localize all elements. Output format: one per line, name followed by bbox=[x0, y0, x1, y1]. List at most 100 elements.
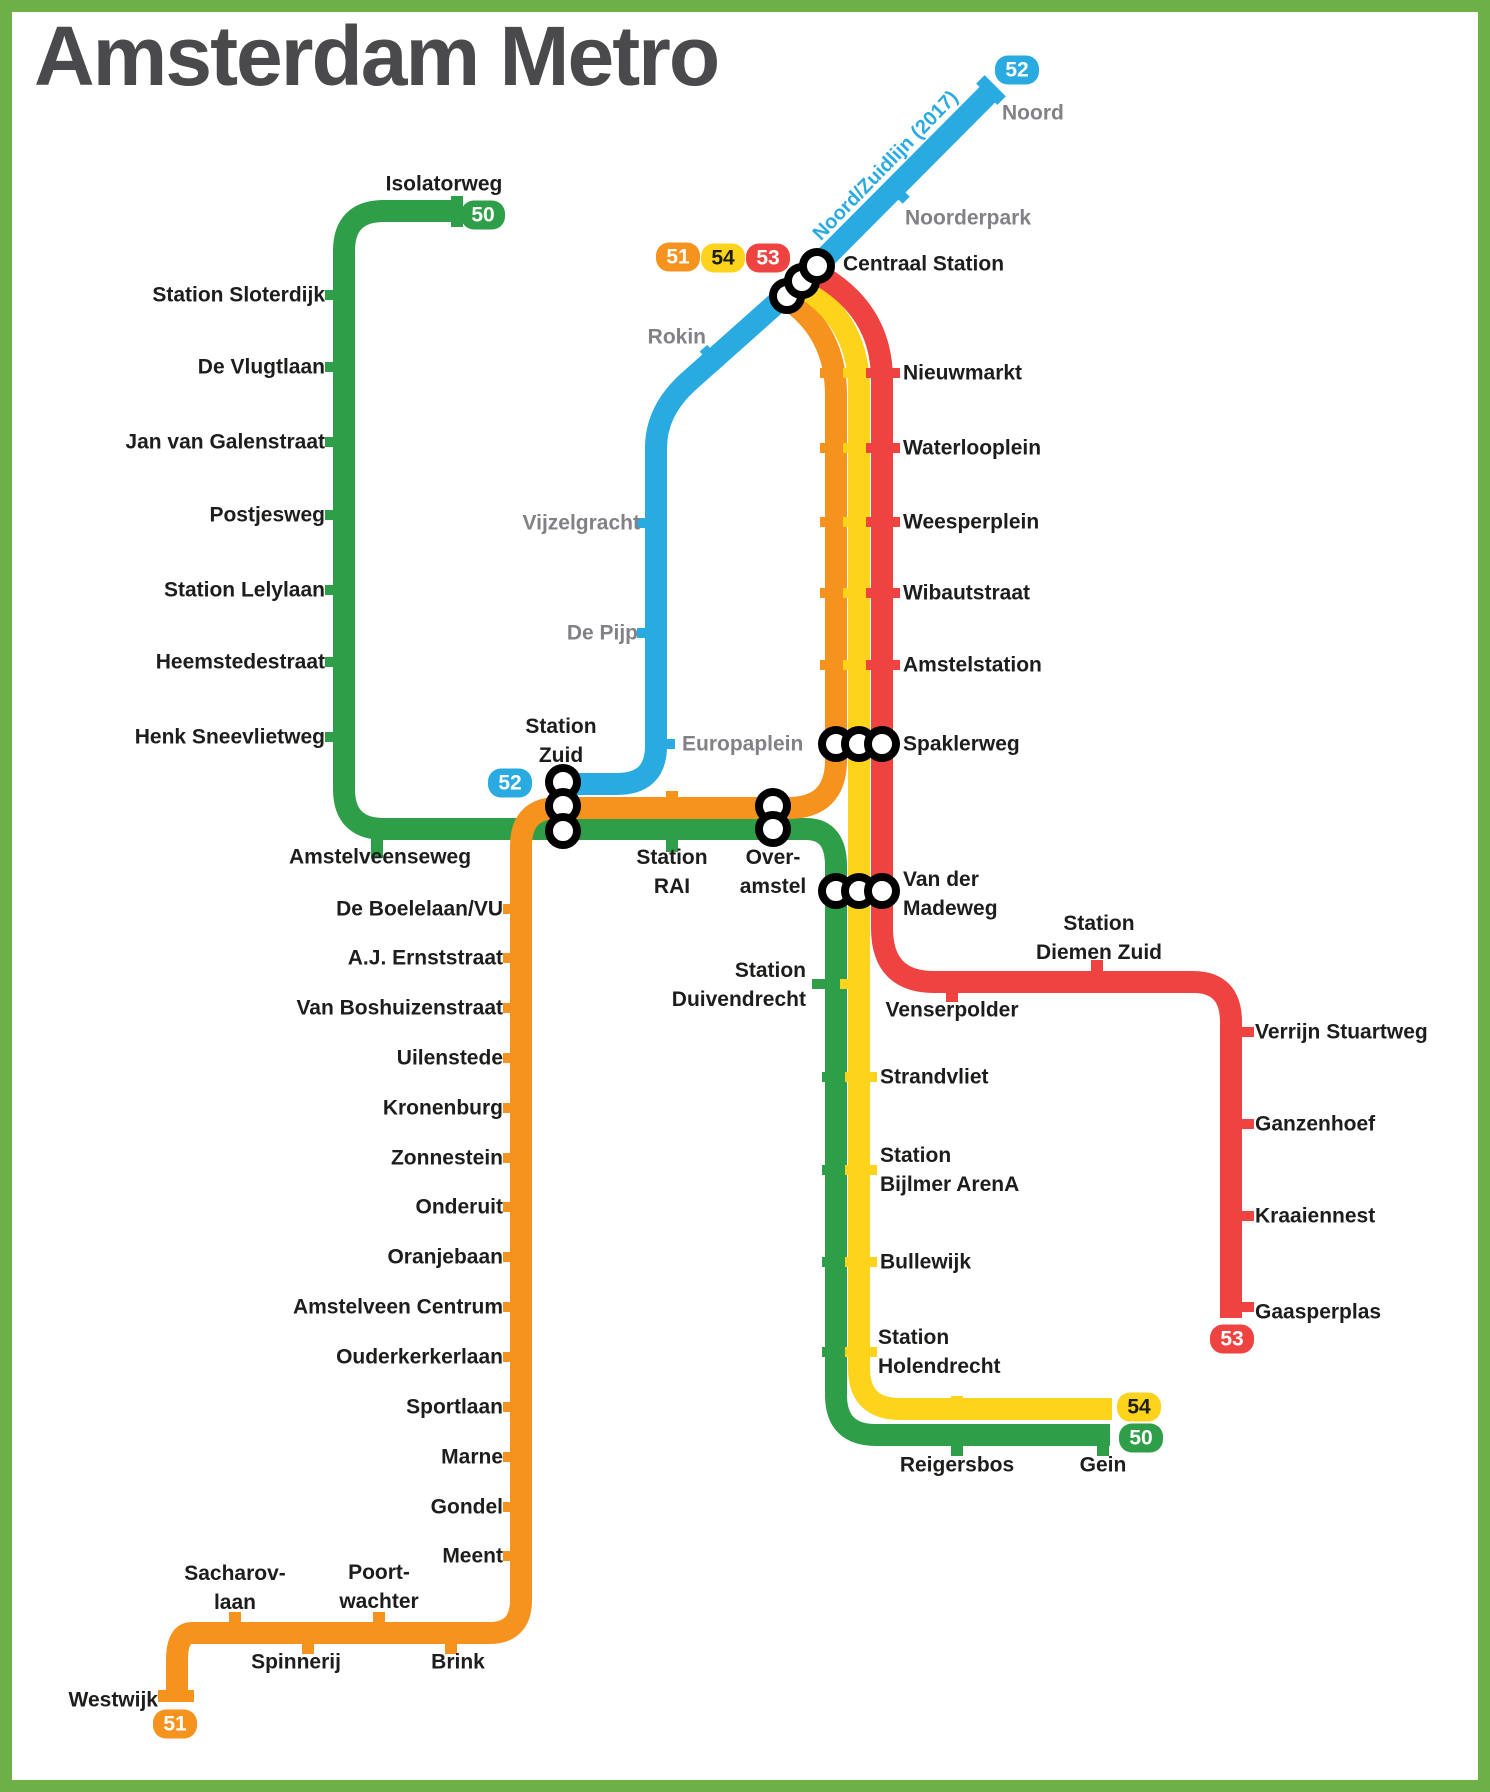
station-tick-isolatorweg bbox=[451, 196, 463, 227]
station-label-marne: Marne bbox=[441, 1445, 503, 1469]
route-badge-51: 51 bbox=[153, 1709, 197, 1739]
route-badge-50: 50 bbox=[461, 200, 505, 230]
station-label-station-rai: Station RAI bbox=[636, 846, 708, 898]
station-label-kronenburg: Kronenburg bbox=[382, 1096, 503, 1120]
station-tick-vijzelgracht bbox=[637, 518, 661, 528]
station-label-spinnerij: Spinnerij bbox=[251, 1650, 341, 1674]
station-tick-station-rai bbox=[666, 824, 678, 852]
station-label-noorderpark: Noorderpark bbox=[905, 206, 1032, 230]
station-tick-gein bbox=[1097, 1426, 1109, 1456]
station-label-heemstedestraat: Heemstedestraat bbox=[155, 650, 325, 674]
station-tick-station-bijlmer-arena bbox=[822, 1165, 852, 1175]
station-tick-venserpolder bbox=[946, 980, 958, 1002]
station-label-bullewijk: Bullewijk bbox=[880, 1250, 972, 1274]
route-badge-54: 54 bbox=[1117, 1392, 1161, 1422]
station-label-station-diemen-zuid: Station Diemen Zuid bbox=[1035, 912, 1163, 964]
station-tick-waterlooplein bbox=[820, 443, 852, 453]
route-badge-53: 53 bbox=[1210, 1324, 1254, 1354]
station-tick-van-boshuizenstraat bbox=[503, 1003, 523, 1013]
station-label-a-j-ernststraat: A.J. Ernststraat bbox=[347, 946, 503, 970]
station-label-station-zuid: Station Zuid bbox=[525, 715, 597, 767]
station-tick-bullewijk bbox=[822, 1257, 852, 1267]
station-tick-amstelstation bbox=[866, 660, 900, 670]
station-tick-sportlaan bbox=[503, 1402, 523, 1412]
station-tick-station-holendrecht bbox=[845, 1347, 877, 1357]
station-label-venserpolder: Venserpolder bbox=[885, 998, 1019, 1022]
station-tick-a-j-ernststraat bbox=[503, 953, 523, 963]
station-tick-de-pijp bbox=[637, 628, 661, 638]
station-label-isolatorweg: Isolatorweg bbox=[385, 172, 503, 196]
station-tick-zonnestein bbox=[503, 1153, 523, 1163]
station-label-noord: Noord bbox=[1002, 101, 1064, 125]
route-badge-52: 52 bbox=[488, 768, 532, 798]
station-tick-sacharov-laan bbox=[229, 1612, 241, 1634]
station-tick-kronenburg bbox=[503, 1103, 523, 1113]
station-tick-station-duivendrecht bbox=[840, 979, 870, 989]
station-tick-strandvliet bbox=[822, 1072, 852, 1082]
station-label-weesperplein: Weesperplein bbox=[903, 510, 1040, 534]
station-label-waterlooplein: Waterlooplein bbox=[903, 436, 1042, 460]
station-label-reigersbos: Reigersbos bbox=[899, 1453, 1015, 1477]
station-tick-de-vlugtlaan bbox=[325, 362, 347, 372]
station-tick-bullewijk bbox=[845, 1257, 877, 1267]
station-tick-wibautstraat bbox=[843, 588, 875, 598]
route-badge-51: 51 bbox=[656, 242, 700, 272]
interchange-circle-spaklerweg bbox=[864, 726, 900, 762]
station-tick-gaasperplas bbox=[1236, 1302, 1254, 1312]
station-tick-nieuwmarkt bbox=[866, 368, 900, 378]
station-label-amstelveenseweg: Amstelveenseweg bbox=[288, 845, 472, 869]
station-label-verrijn-stuartweg: Verrijn Stuartweg bbox=[1255, 1020, 1428, 1044]
station-tick-postjesweg bbox=[325, 510, 347, 520]
station-label-europaplein: Europaplein bbox=[682, 732, 804, 756]
line-53-path bbox=[808, 262, 1242, 1318]
station-tick-henk-sneevlietweg bbox=[325, 732, 347, 742]
station-tick-reigersbos bbox=[951, 1396, 963, 1420]
station-tick-oranjebaan bbox=[503, 1252, 523, 1262]
station-label-amstelstation: Amstelstation bbox=[903, 653, 1042, 677]
station-tick-brink bbox=[445, 1632, 457, 1654]
station-label-sacharov-laan: Sacharov- laan bbox=[184, 1562, 286, 1614]
station-tick-station-bijlmer-arena bbox=[845, 1165, 877, 1175]
station-label-oranjebaan: Oranjebaan bbox=[387, 1245, 503, 1269]
station-tick-spinnerij bbox=[302, 1632, 314, 1654]
station-tick-jan-van-galenstraat bbox=[325, 437, 347, 447]
station-label-van-der-madeweg: Van der Madeweg bbox=[903, 868, 998, 920]
station-label-postjesweg: Postjesweg bbox=[209, 503, 325, 527]
station-tick-amstelstation bbox=[820, 660, 852, 670]
route-badge-52: 52 bbox=[995, 55, 1039, 85]
station-tick-westwijk bbox=[158, 1690, 194, 1702]
interchange-circle-overamstel bbox=[755, 811, 791, 847]
station-tick-station-rai bbox=[666, 791, 678, 817]
station-tick-station-sloterdijk bbox=[325, 290, 347, 300]
station-label-vijzelgracht: Vijzelgracht bbox=[522, 511, 641, 535]
line-52-path bbox=[566, 80, 1002, 795]
station-tick-de-boelelaan-vu bbox=[503, 904, 523, 914]
station-label-henk-sneevlietweg: Henk Sneevlietweg bbox=[134, 725, 325, 749]
station-tick-strandvliet bbox=[845, 1072, 877, 1082]
station-tick-nieuwmarkt bbox=[820, 368, 852, 378]
station-tick-station-diemen-zuid bbox=[1091, 960, 1103, 982]
station-tick-gondel bbox=[503, 1502, 523, 1512]
interchange-circle-centraal-station bbox=[799, 248, 835, 284]
station-tick-noord bbox=[976, 75, 1006, 105]
station-tick-kraaiennest bbox=[1236, 1211, 1254, 1221]
station-tick-wibautstraat bbox=[866, 588, 900, 598]
station-label-ouderkerkerlaan: Ouderkerkerlaan bbox=[336, 1345, 503, 1369]
station-label-strandvliet: Strandvliet bbox=[880, 1065, 989, 1089]
station-tick-waterlooplein bbox=[866, 443, 900, 453]
station-label-poort-wachter: Poort- wachter bbox=[339, 1561, 419, 1613]
station-tick-layer bbox=[158, 75, 1254, 1702]
station-label-uilenstede: Uilenstede bbox=[396, 1046, 503, 1070]
station-tick-amstelveenseweg bbox=[371, 834, 383, 858]
station-label-gondel: Gondel bbox=[430, 1495, 503, 1519]
station-tick-reigersbos bbox=[951, 1426, 963, 1456]
station-tick-marne bbox=[503, 1452, 523, 1462]
station-tick-poort-wachter bbox=[373, 1612, 385, 1634]
station-label-van-boshuizenstraat: Van Boshuizenstraat bbox=[296, 996, 503, 1020]
station-label-station-duivendrecht: Station Duivendrecht bbox=[671, 959, 806, 1011]
station-label-de-pijp: De Pijp bbox=[566, 621, 638, 645]
